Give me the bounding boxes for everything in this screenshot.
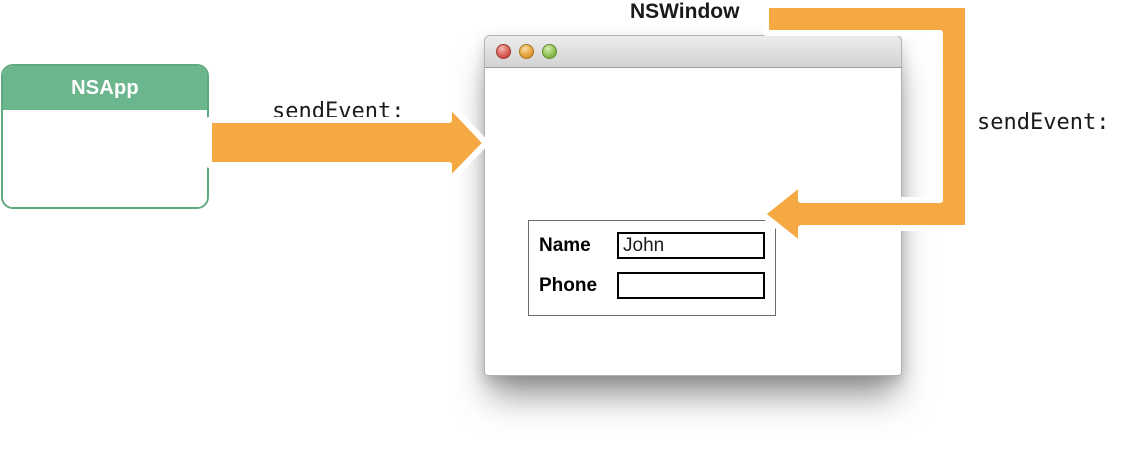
- name-field-label: Name: [539, 234, 591, 256]
- phone-input[interactable]: [617, 272, 765, 299]
- mac-window: Name John Phone: [484, 35, 902, 376]
- nsapp-title: NSApp: [71, 76, 139, 99]
- sendevent-label-right: sendEvent:: [977, 110, 1110, 135]
- window-titlebar: [484, 35, 902, 68]
- form-row-name: Name John: [539, 232, 765, 259]
- sendevent-label-left: sendEvent:: [272, 99, 405, 124]
- minimize-button-icon[interactable]: [519, 44, 534, 59]
- name-input-value: John: [623, 235, 665, 256]
- zoom-button-icon[interactable]: [542, 44, 557, 59]
- form-row-phone: Phone: [539, 272, 765, 299]
- window-content: Name John Phone: [484, 68, 902, 376]
- name-input[interactable]: John: [617, 232, 765, 259]
- close-button-icon[interactable]: [496, 44, 511, 59]
- nsapp-body: [3, 110, 207, 207]
- nsapp-box: NSApp: [1, 64, 209, 209]
- nsapp-header: NSApp: [3, 66, 207, 110]
- form-panel: Name John Phone: [528, 220, 776, 316]
- nswindow-title-label: NSWindow: [630, 0, 740, 23]
- phone-field-label: Phone: [539, 274, 598, 296]
- traffic-lights: [496, 44, 557, 59]
